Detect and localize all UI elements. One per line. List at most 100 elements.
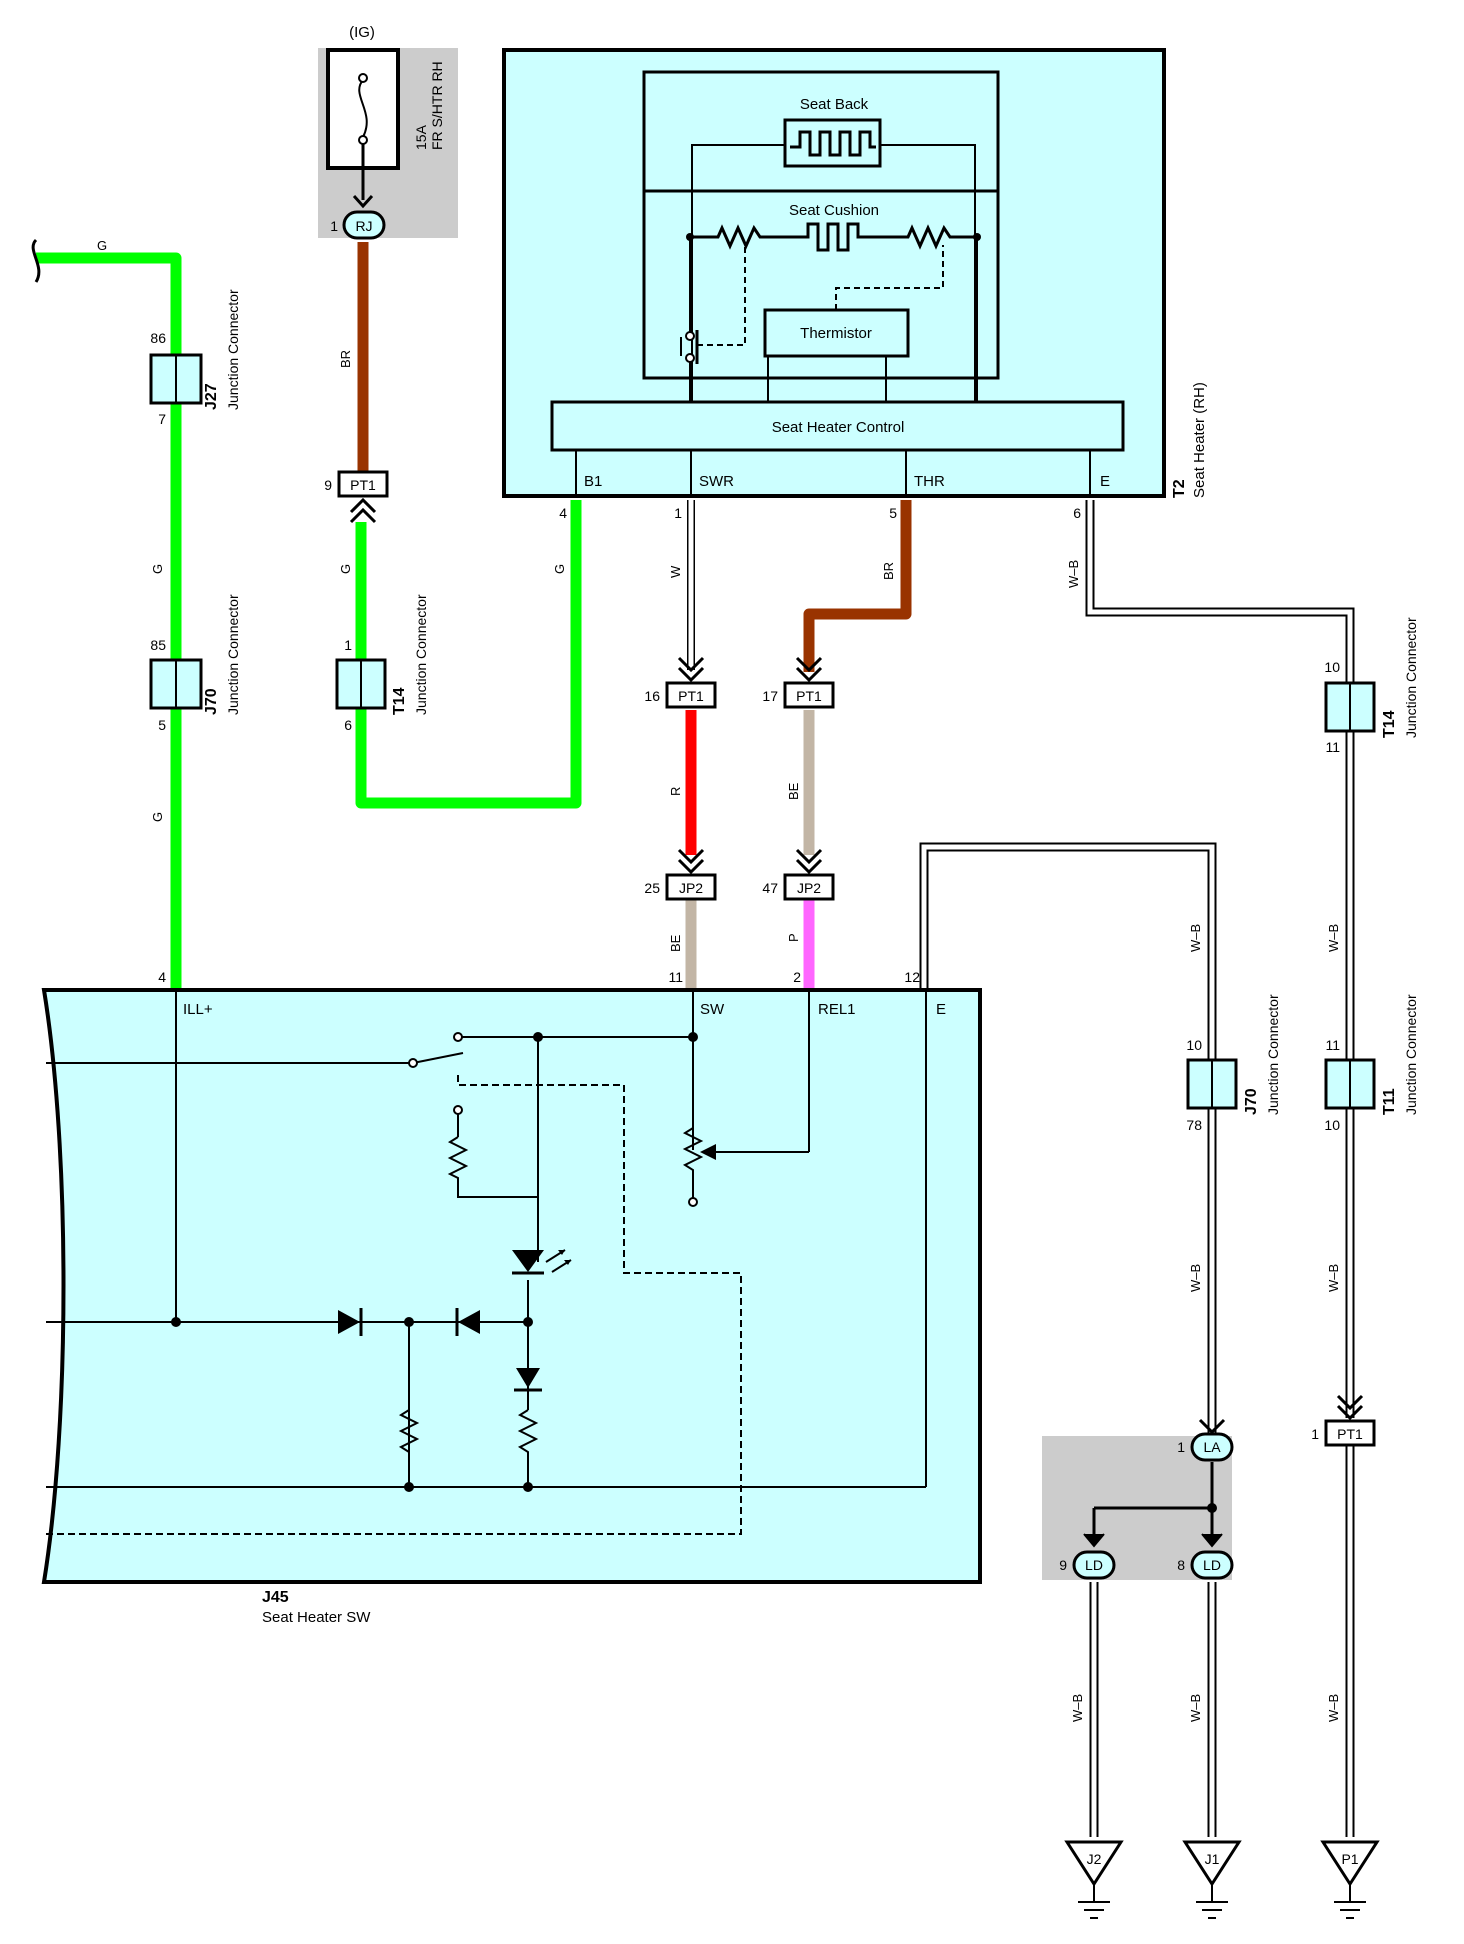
ground-id: J2: [1087, 1851, 1102, 1867]
wire-label: BR: [881, 562, 896, 580]
pin-number: 1: [330, 218, 338, 234]
pin-number: 10: [1186, 1037, 1202, 1053]
junction-id: J27: [203, 383, 220, 410]
connector-id: PT1: [678, 688, 704, 704]
fuse-name: FR S/HTR RH: [429, 61, 445, 150]
junction-t14-right: 10 11 T14 Junction Connector: [1324, 617, 1419, 755]
pin-number: 7: [158, 411, 166, 427]
pin-number: 5: [158, 717, 166, 733]
wire-label: W–B: [1188, 1694, 1203, 1722]
seat-heater-name: Seat Heater (RH): [1191, 382, 1208, 498]
pin-number-ill: 4: [158, 969, 166, 985]
pin-label-e-t2: E: [1100, 473, 1110, 490]
pin-number-e-t2: 6: [1073, 505, 1081, 521]
pin-number: 9: [324, 477, 332, 493]
thermal-switch-icon: [680, 247, 746, 402]
pin-label-swr: SWR: [699, 473, 734, 490]
seat-cushion-label: Seat Cushion: [789, 202, 879, 219]
switch-internal-circuit: [46, 992, 927, 1535]
connector-id: LA: [1203, 1439, 1221, 1455]
connector-pt1-16: PT1 16: [644, 656, 717, 709]
pin-label-e-j45: E: [936, 1001, 946, 1018]
diode-icon: [514, 1368, 542, 1392]
thermistor-box: [763, 308, 910, 358]
junction-label: Junction Connector: [225, 289, 241, 410]
wire-br-thr: [803, 500, 912, 672]
pin-label-ill: ILL+: [183, 1001, 213, 1018]
junction-t11: 11 10 T11 Junction Connector: [1324, 994, 1419, 1133]
seat-heater-id: T2: [1171, 479, 1188, 498]
junction-id: J70: [1243, 1088, 1260, 1115]
junction-id: J70: [203, 688, 220, 715]
pin-number-thr: 5: [889, 505, 897, 521]
connector-pt1-1: PT1 1: [1311, 1394, 1376, 1447]
diode-icon: [338, 1308, 363, 1336]
connector-id: LD: [1085, 1557, 1103, 1573]
wb-wires: [919, 500, 1355, 1837]
connector-ld-9: LD 9: [1059, 1550, 1116, 1580]
junction-label: Junction Connector: [1403, 994, 1419, 1115]
junction-id: T11: [1381, 1088, 1398, 1115]
ground-icon: [1334, 1884, 1366, 1919]
wire-label: W: [668, 565, 683, 578]
connector-id: RJ: [355, 218, 372, 234]
thermistor-label: Thermistor: [800, 325, 872, 342]
connector-id: PT1: [796, 688, 822, 704]
wire-label: G: [150, 812, 165, 822]
connector-jp2-25: JP2 25: [644, 848, 717, 901]
junction-t14-left: 1 6 T14 Junction Connector: [335, 594, 429, 733]
ground-p1: P1: [1320, 1840, 1380, 1919]
wire-label: P: [786, 933, 801, 942]
ground-j2: J2: [1064, 1840, 1124, 1919]
connector-jp2-47: JP2 47: [762, 848, 835, 901]
pin-number-rel1: 2: [793, 969, 801, 985]
pin-label-rel1: REL1: [818, 1001, 856, 1018]
junction-label: Junction Connector: [1403, 617, 1419, 738]
connector-id: PT1: [1337, 1426, 1363, 1442]
pin-number: 10: [1324, 1117, 1340, 1133]
pin-number: 16: [644, 688, 660, 704]
pin-number: 85: [150, 637, 166, 653]
indicator-led-icon: [512, 1249, 572, 1275]
pin-number-e-j45: 12: [904, 969, 920, 985]
wire-label: W–B: [1066, 560, 1081, 588]
wire-labels: G G G BR G G W BR R BE BE P W–B W–B W–B …: [97, 238, 1341, 1722]
ground-icon: [1078, 1884, 1110, 1919]
wire-label: W–B: [1188, 1264, 1203, 1292]
pin-number: 9: [1059, 1557, 1067, 1573]
connector-la: LA 1: [1177, 1418, 1234, 1462]
ground-icon: [1196, 1884, 1228, 1919]
connector-id: PT1: [350, 477, 376, 493]
ig-label: (IG): [349, 24, 375, 41]
seat-back-label: Seat Back: [800, 96, 869, 113]
wire-label: G: [552, 564, 567, 574]
connector-id: JP2: [679, 880, 703, 896]
switch-name: Seat Heater SW: [262, 1609, 371, 1626]
pin-number: 11: [1325, 1037, 1340, 1053]
junction-label: Junction Connector: [225, 594, 241, 715]
pin-number-b1: 4: [559, 505, 567, 521]
junction-j27: 86 7 J27 Junction Connector: [149, 289, 241, 427]
wire-label: W–B: [1326, 1694, 1341, 1722]
ground-id: J1: [1205, 1851, 1220, 1867]
connector-ld-8: LD 8: [1177, 1550, 1234, 1580]
junction-j70-right: 10 78 J70 Junction Connector: [1186, 994, 1281, 1133]
connector-pt1-17: PT1 17: [762, 656, 835, 709]
pin-number: 11: [1325, 739, 1340, 755]
pin-label-thr: THR: [914, 473, 945, 490]
junction-label: Junction Connector: [413, 594, 429, 715]
pin-number: 47: [762, 880, 778, 896]
pin-number: 1: [344, 637, 352, 653]
wire-label: W–B: [1188, 924, 1203, 952]
pin-label-b1: B1: [584, 473, 602, 490]
junction-id: T14: [391, 687, 408, 715]
pin-number: 86: [150, 330, 166, 346]
pin-number-sw: 11: [668, 969, 683, 985]
connector-id: JP2: [797, 880, 821, 896]
pin-number: 25: [644, 880, 660, 896]
pin-number: 1: [1311, 1426, 1319, 1442]
seat-heater-switch-module: ILL+ SW REL1 E 4 11 2 12 J45 Seat Heater…: [41, 969, 982, 1626]
wire-label: R: [668, 787, 683, 796]
wire-label: G: [97, 238, 107, 253]
